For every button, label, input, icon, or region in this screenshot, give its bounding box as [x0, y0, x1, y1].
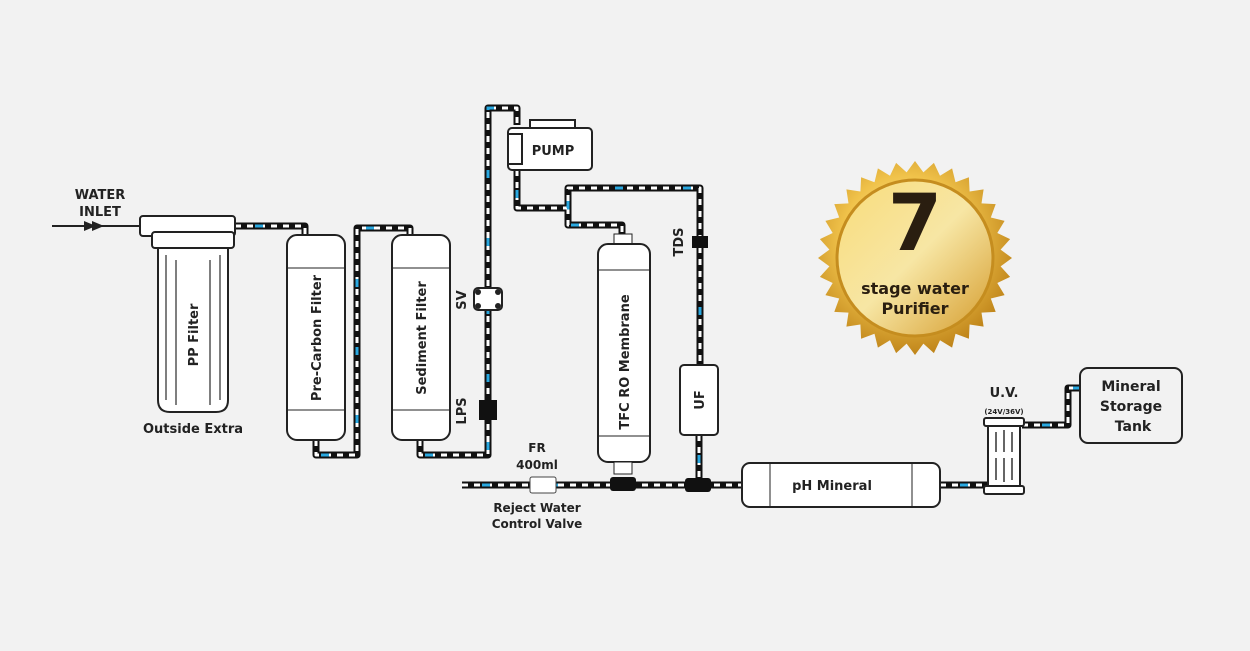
tee-joint [685, 478, 711, 492]
water-pipe [418, 106, 519, 457]
sediment-filter: Sediment Filter [391, 234, 451, 441]
uf-filter: UF [679, 364, 719, 436]
pump-label: PUMP [532, 144, 575, 159]
fr-label: FR [528, 441, 545, 455]
tank-line-3: Tank [1115, 419, 1152, 435]
fr-caption-2: Control Valve [492, 517, 583, 531]
tee-joint [610, 477, 636, 491]
uf-label: UF [693, 390, 708, 409]
seven-stage-badge: 7 stage water Purifier [818, 161, 1012, 355]
low-pressure-switch: LPS [455, 397, 497, 425]
ph-mineral-filter: pH Mineral [741, 462, 941, 508]
solenoid-valve: SV [455, 287, 503, 311]
badge-line-2: Purifier [881, 299, 948, 318]
pump: PUMP [507, 119, 593, 171]
arrow-icon [84, 221, 104, 231]
fr-caption-1: Reject Water [493, 501, 580, 515]
pp-filter-label: PP Filter [187, 303, 202, 366]
pp-filter: PP Filter Outside Extra [139, 215, 243, 437]
water-pipe [235, 224, 307, 240]
lps-label: LPS [455, 397, 470, 424]
tank-line-1: Mineral [1101, 379, 1160, 395]
pp-filter-caption: Outside Extra [143, 422, 243, 437]
inlet-label-1: WATER [75, 188, 126, 203]
membrane-label: TFC RO Membrane [618, 294, 633, 429]
pre-carbon-filter: Pre-Carbon Filter [286, 234, 346, 441]
water-pipe [515, 170, 702, 365]
fr-volume: 400ml [516, 458, 558, 472]
inlet-label-2: INLET [79, 205, 121, 220]
ph-label: pH Mineral [792, 479, 872, 494]
tank-line-2: Storage [1100, 399, 1162, 415]
pre-carbon-label: Pre-Carbon Filter [310, 274, 325, 401]
water-pipe [1022, 386, 1080, 427]
water-pipe [314, 226, 412, 457]
tds-label: TDS [672, 227, 687, 256]
sediment-label: Sediment Filter [415, 281, 430, 395]
uv-label: U.V. [990, 386, 1019, 401]
pipes [235, 104, 1080, 489]
badge-line-1: stage water [861, 279, 969, 298]
water-pipe [564, 208, 626, 240]
ro-membrane: TFC RO Membrane [597, 233, 651, 475]
uv-lamp: U.V. (24V/36V) [983, 386, 1025, 495]
sv-label: SV [455, 290, 470, 309]
uv-voltage: (24V/36V) [984, 408, 1023, 416]
badge-number: 7 [888, 179, 942, 269]
water-pipe [1022, 384, 1080, 429]
flow-restrictor: FR 400ml Reject Water Control Valve [492, 441, 583, 531]
water-inlet: WATER INLET [52, 188, 140, 231]
storage-tank: Mineral Storage Tank [1079, 367, 1183, 444]
tds-valve: TDS [672, 227, 708, 257]
